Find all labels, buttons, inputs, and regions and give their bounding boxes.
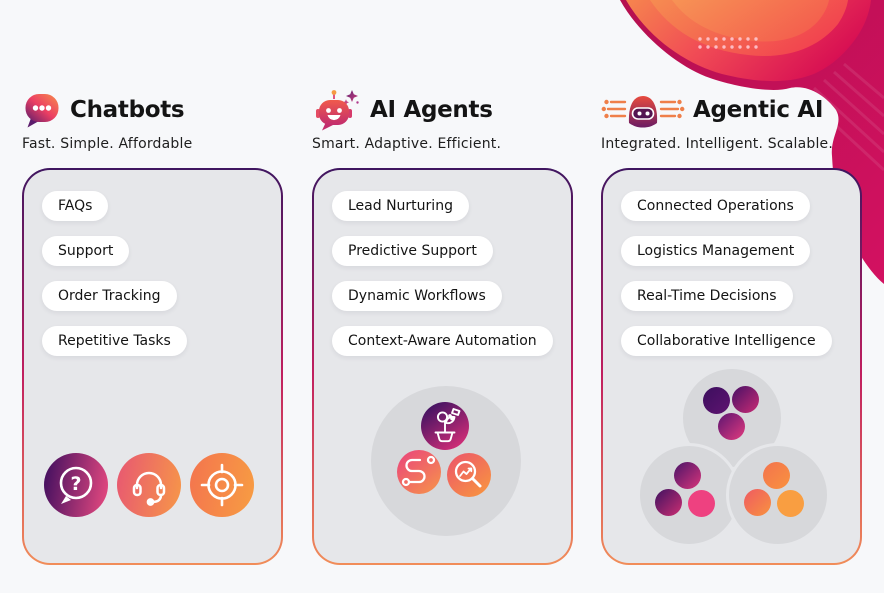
agentic-ai-header: Agentic AI — [601, 88, 862, 132]
pill-lead-nurturing: Lead Nurturing — [332, 191, 469, 221]
ai-agents-capability-cluster — [371, 386, 521, 536]
pill-collaborative-intelligence: Collaborative Intelligence — [621, 326, 832, 356]
chatbots-column: Chatbots Fast. Simple. Affordable FAQs S… — [22, 88, 283, 565]
networked-robot-icon — [601, 96, 685, 128]
svg-text:?: ? — [70, 473, 81, 495]
chatbots-card: FAQs Support Order Tracking Repetitive T… — [22, 168, 283, 565]
pill-real-time-decisions: Real-Time Decisions — [621, 281, 793, 311]
wave-inner-1 — [650, 0, 848, 57]
target-icon — [190, 453, 254, 517]
column-title: Chatbots — [70, 97, 185, 123]
column-subtitle: Integrated. Intelligent. Scalable. — [601, 136, 834, 152]
pill-order-tracking: Order Tracking — [42, 281, 177, 311]
pill-dynamic-workflows: Dynamic Workflows — [332, 281, 502, 311]
orange-dot-cluster — [726, 443, 830, 547]
pill-faqs: FAQs — [42, 191, 109, 221]
column-title: Agentic AI — [693, 97, 824, 123]
column-subtitle: Smart. Adaptive. Efficient. — [312, 136, 502, 152]
agentic-ai-pill-list: Connected Operations Logistics Managemen… — [603, 170, 860, 356]
ai-agents-card: Lead Nurturing Predictive Support Dynami… — [312, 168, 573, 565]
pill-support: Support — [42, 236, 130, 266]
chat-bubble-icon — [25, 94, 59, 128]
pill-logistics-management: Logistics Management — [621, 236, 811, 266]
chatbots-header: Chatbots — [22, 88, 283, 132]
column-subtitle: Fast. Simple. Affordable — [22, 136, 193, 152]
chatbots-pill-list: FAQs Support Order Tracking Repetitive T… — [24, 170, 281, 356]
route-path-icon — [397, 450, 441, 494]
insight-magnifier-icon — [447, 453, 491, 497]
column-title: AI Agents — [370, 97, 493, 123]
wave-inner-2 — [672, 0, 829, 42]
pill-predictive-support: Predictive Support — [332, 236, 493, 266]
pill-repetitive-tasks: Repetitive Tasks — [42, 326, 187, 356]
ai-agents-pill-list: Lead Nurturing Predictive Support Dynami… — [314, 170, 571, 356]
question-bubble-icon: ? — [44, 453, 108, 517]
agentic-ai-card: Connected Operations Logistics Managemen… — [601, 168, 862, 565]
agentic-ai-column: Agentic AI Integrated. Intelligent. Scal… — [601, 88, 862, 565]
chatbots-capability-icons: ? — [44, 453, 254, 517]
wave-main — [626, 0, 871, 82]
magenta-dot-cluster — [637, 443, 741, 547]
money-plant-nurturing-icon — [421, 402, 469, 450]
dot-grid-decoration — [698, 37, 758, 49]
pill-context-aware-automation: Context-Aware Automation — [332, 326, 553, 356]
pill-connected-operations: Connected Operations — [621, 191, 810, 221]
headset-icon — [117, 453, 181, 517]
ai-agents-header: AI Agents — [312, 88, 573, 132]
ai-agents-column: AI Agents Smart. Adaptive. Efficient. Le… — [312, 88, 573, 565]
sparkle-robot-icon — [316, 90, 359, 131]
